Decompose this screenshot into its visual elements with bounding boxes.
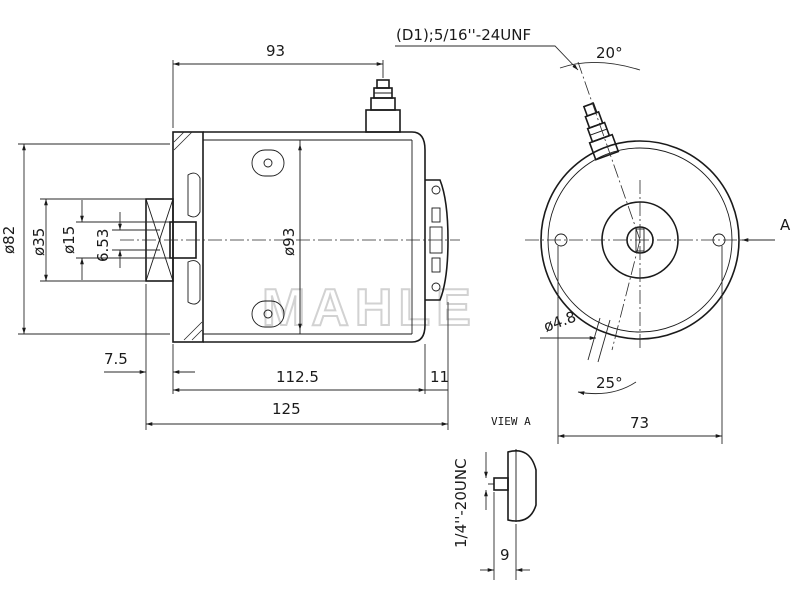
mounting-slot-bottom (251, 300, 285, 328)
dim-93-top: 93 (266, 42, 285, 60)
view-a: VIEW A 1/4''-20UNC 9 (452, 415, 537, 580)
side-view (120, 79, 460, 343)
dim-73: 73 (630, 414, 649, 432)
view-a-terminal-body (507, 450, 537, 522)
dim-d93-body: ø93 (280, 228, 298, 256)
dim-1125: 112.5 (276, 368, 319, 386)
dim-angle-20: 20° (596, 44, 623, 62)
dim-d48: ø4.8 (541, 308, 578, 336)
dim-653: 6.53 (94, 229, 112, 262)
end-view (525, 61, 760, 351)
dim-75: 7.5 (104, 350, 128, 368)
end-flange (172, 131, 204, 343)
dim-125: 125 (272, 400, 301, 418)
view-a-title: VIEW A (491, 415, 531, 428)
terminal-stud-end (582, 102, 620, 161)
mounting-slot-top (251, 149, 285, 177)
mahle-watermark: MAHLE (262, 279, 477, 337)
dim-9: 9 (500, 546, 510, 564)
terminal-stud-side (365, 79, 401, 133)
dim-d15: ø15 (60, 226, 78, 254)
flange-hatch (173, 131, 203, 341)
dim-angle-25: 25° (596, 374, 623, 392)
thread-callout-view-a: 1/4''-20UNC (452, 458, 470, 548)
dim-11: 11 (430, 368, 449, 386)
thread-callout-top: (D1);5/16''-24UNF (396, 26, 531, 44)
motor-body (203, 131, 426, 343)
dim-d82: ø82 (0, 226, 18, 254)
dim-d35: ø35 (30, 228, 48, 256)
side-view-dimensions: 93 ø82 ø35 ø15 6.53 ø93 7.5 (0, 42, 449, 430)
view-arrow-label: A (780, 216, 791, 234)
